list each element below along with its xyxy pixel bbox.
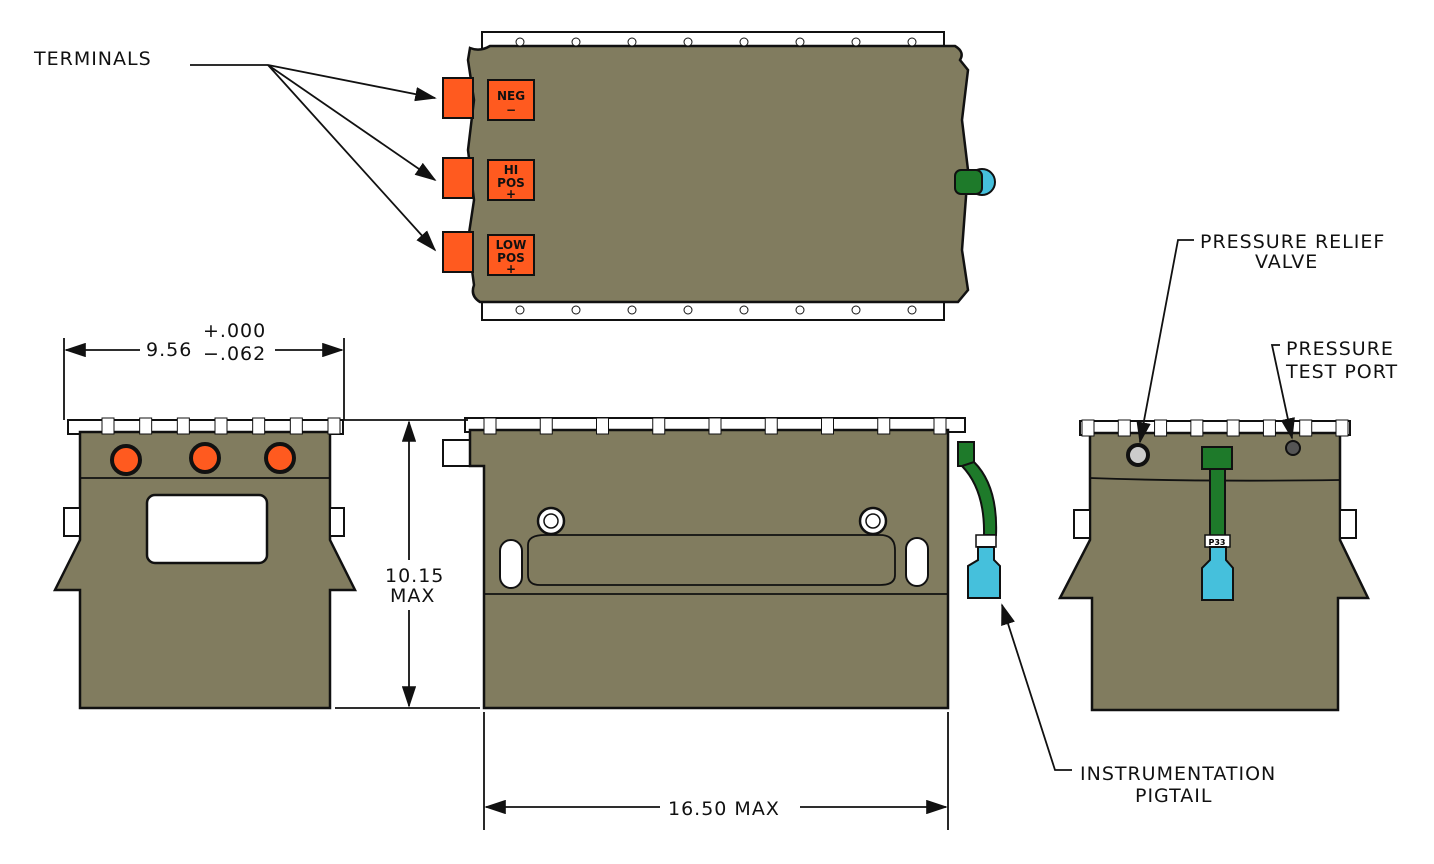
mounting-hole (515, 37, 525, 47)
terminal-bolt (189, 442, 221, 474)
mounting-hole (571, 37, 581, 47)
rail-tab (1190, 419, 1204, 437)
top-view: NEG − HI POS + LOW POS + TERMINALS (33, 31, 996, 321)
neg-label: NEG (497, 89, 525, 103)
mounting-hole (795, 37, 805, 47)
rail-tab (1299, 419, 1313, 437)
terminal-neg: NEG − (442, 77, 535, 121)
test-port-label: TEST PORT (1285, 361, 1398, 383)
end-view-terminals: 9.56 +.000 −.062 (52, 320, 358, 710)
pigtail-cable (960, 460, 998, 536)
pressure-test-label: PRESSURE (1286, 338, 1394, 360)
terminal-low-pos: LOW POS + (442, 231, 535, 276)
mounting-hole (571, 305, 581, 315)
rail-tab (483, 417, 497, 435)
terminal-hi-pos: HI POS + (442, 157, 535, 201)
low-label: LOW (496, 238, 527, 252)
rail-tab (1081, 419, 1095, 437)
height-max: MAX (390, 585, 435, 607)
battery-top-body (466, 44, 970, 304)
mounting-hole (851, 305, 861, 315)
mounting-hole (515, 305, 525, 315)
rail-tab (1335, 419, 1349, 437)
rail-tab (1226, 419, 1240, 437)
mounting-hole (851, 37, 861, 47)
terminal-bolt (264, 442, 296, 474)
width-dim: 9.56 (146, 339, 192, 361)
mounting-hole (627, 37, 637, 47)
width-tol-plus: +.000 (203, 320, 266, 342)
mounting-hole (739, 305, 749, 315)
rail-tab (139, 417, 153, 435)
height-dim: 10.15 (385, 565, 444, 587)
width-tol-minus: −.062 (203, 343, 266, 365)
pigtail-top (954, 169, 983, 195)
hi-label: HI (504, 163, 519, 177)
window (145, 493, 269, 565)
terminals-label: TERMINALS (33, 48, 152, 70)
rail-tab (214, 417, 228, 435)
rail-tab (327, 417, 341, 435)
valve-label: VALVE (1255, 251, 1318, 273)
rail-tab (708, 417, 722, 435)
side-body (468, 428, 950, 710)
rail-tab (101, 417, 115, 435)
rail-tab (539, 417, 553, 435)
plus-sign: + (506, 262, 516, 276)
rail-tab (764, 417, 778, 435)
rail-tab (877, 417, 891, 435)
pos-label: POS (497, 176, 525, 190)
pigtail-label: INSTRUMENTATION (1080, 763, 1276, 785)
rail-tab (1262, 419, 1276, 437)
plus-sign: + (506, 187, 516, 201)
side-view: 10.15 MAX 16.50 MAX (335, 417, 1001, 830)
connector-tag: P33 (1209, 538, 1226, 547)
rail-tab (596, 417, 609, 435)
terminal-bolt (110, 444, 142, 476)
pressure-relief-valve (1126, 443, 1150, 467)
pigtail-connector (967, 546, 1001, 599)
pressure-test-port (1285, 440, 1301, 456)
mounting-hole (683, 305, 693, 315)
pressure-relief-label: PRESSURE RELIEF (1200, 231, 1385, 253)
end-body (52, 430, 358, 710)
neg-sign: − (506, 103, 516, 117)
mounting-hole (739, 37, 749, 47)
rail-tab (1117, 419, 1131, 437)
rail-tab (252, 417, 266, 435)
rail-tab (1154, 419, 1168, 437)
pos-label: POS (497, 251, 525, 265)
mounting-hole (907, 37, 917, 47)
mounting-hole (683, 37, 693, 47)
rail-tab (933, 417, 947, 435)
pigtail-label-2: PIGTAIL (1135, 785, 1212, 807)
rail-tab (652, 417, 666, 435)
rail-tab (821, 417, 834, 435)
mounting-hole (627, 305, 637, 315)
mounting-hole (907, 305, 917, 315)
rail-tab (289, 417, 303, 435)
end-view-pigtail: P33 PRESSURE RELIEF VALVE PRESSURE TEST … (1001, 231, 1398, 807)
mounting-hole (795, 305, 805, 315)
length-dim: 16.50 MAX (668, 798, 780, 820)
rail-tab (176, 417, 190, 435)
